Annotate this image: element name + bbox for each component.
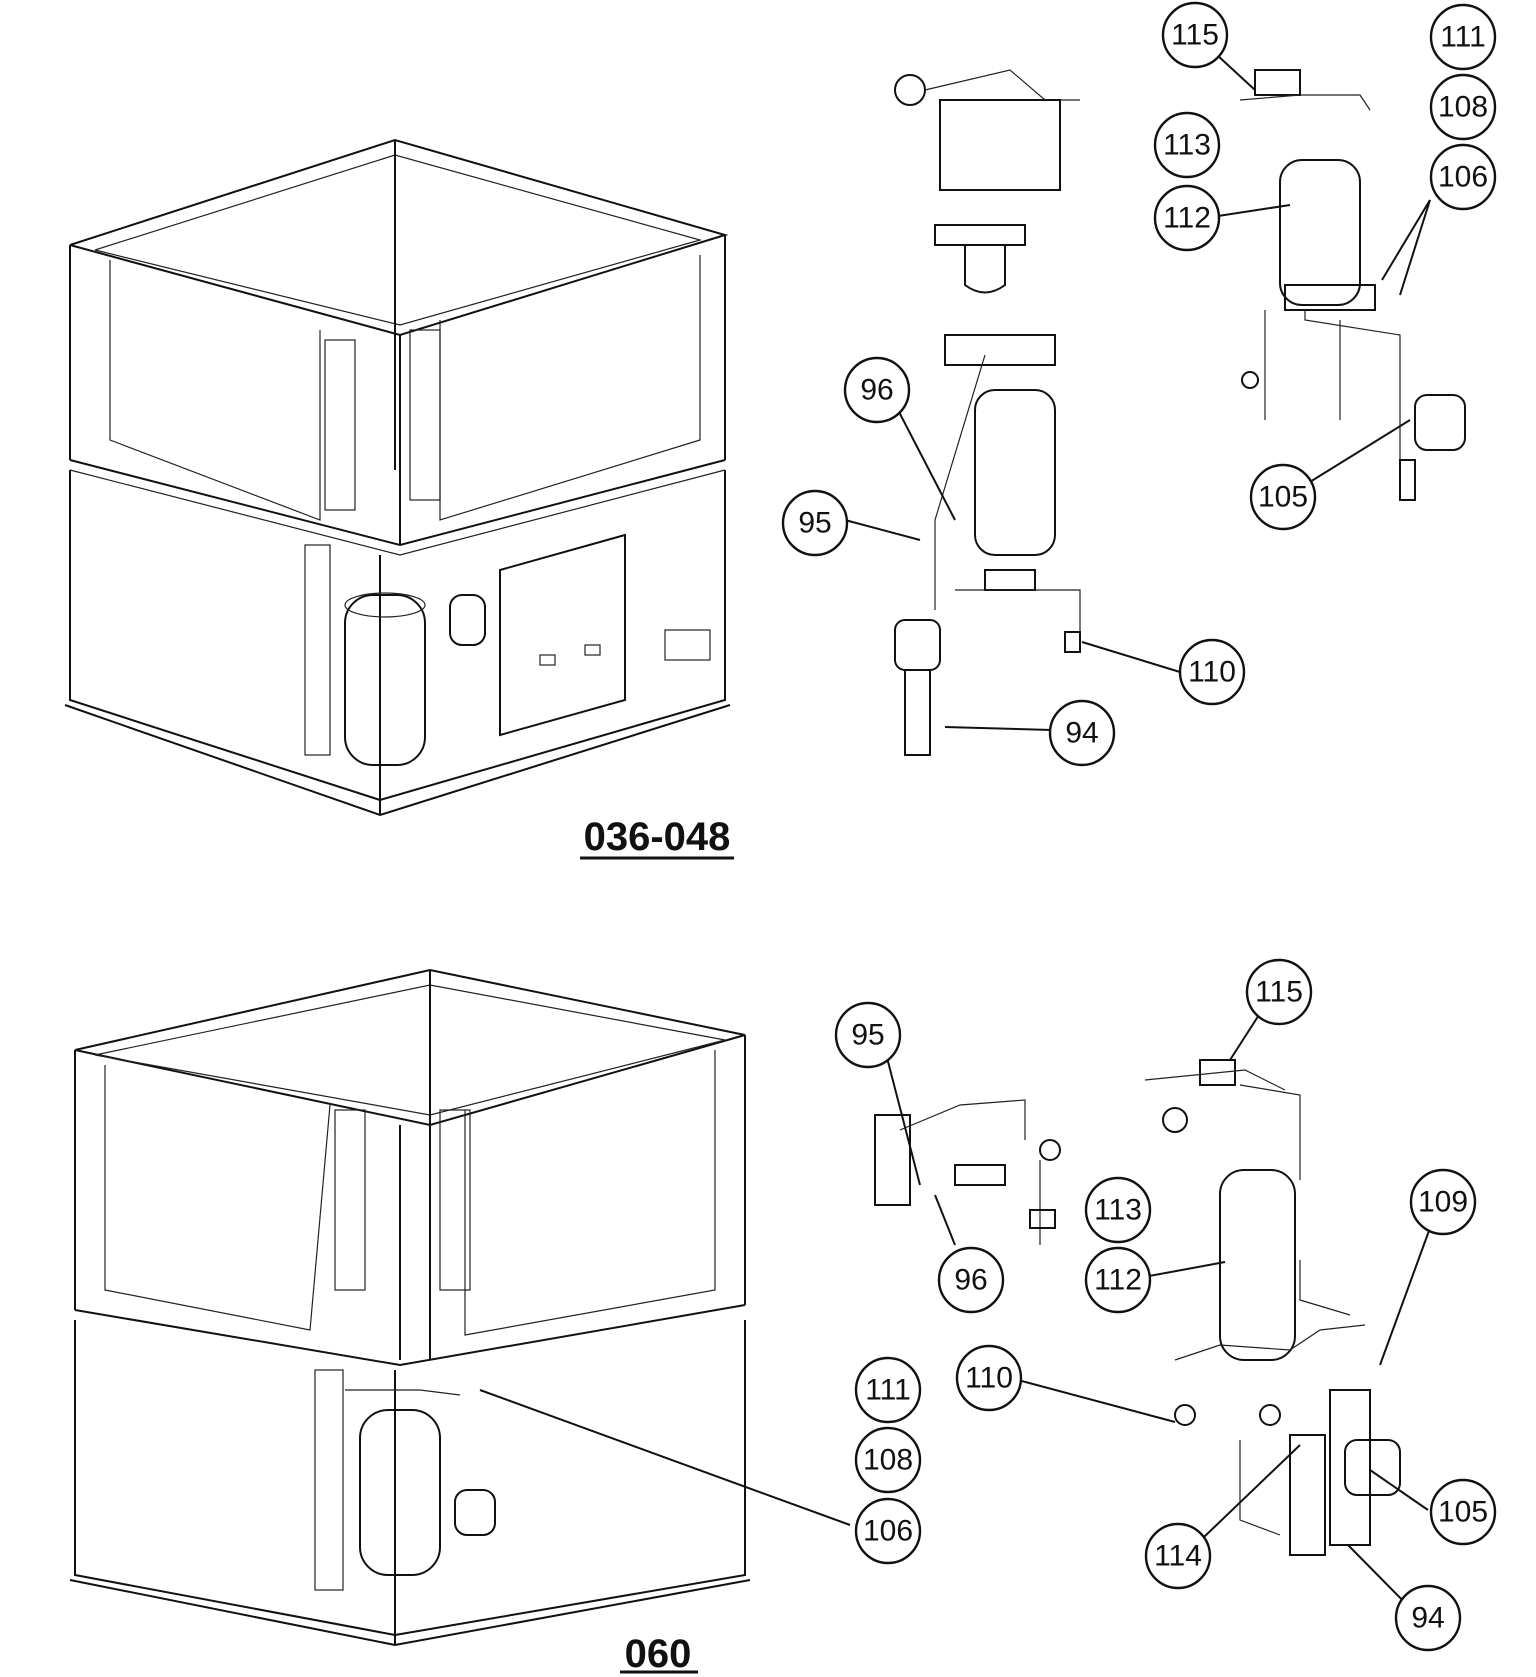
callouts-top-middle: 96 95 110 94 [781, 356, 1246, 767]
callout-114-bottom: 114 [1144, 1522, 1212, 1590]
svg-text:036-048: 036-048 [584, 815, 731, 859]
svg-text:105: 105 [1438, 1496, 1488, 1529]
svg-text:112: 112 [1163, 202, 1211, 235]
svg-text:114: 114 [1154, 1540, 1202, 1573]
callout-115-bottom: 115 [1245, 958, 1313, 1026]
callout-105-top: 105 [1249, 463, 1317, 531]
callout-108-top: 108 [1429, 73, 1497, 141]
callout-95-top: 95 [781, 489, 849, 557]
callout-96-top: 96 [843, 356, 911, 424]
callout-95-bottom: 95 [834, 1001, 902, 1069]
top-middle-assembly [894, 69, 1081, 756]
svg-text:106: 106 [863, 1515, 913, 1548]
svg-text:96: 96 [860, 374, 893, 407]
model-label-bottom: 060 [620, 1632, 698, 1676]
svg-text:95: 95 [798, 507, 831, 540]
bottom-middle-assembly [874, 1099, 1061, 1245]
callout-115-top: 115 [1161, 1, 1229, 69]
callout-94-bottom: 94 [1394, 1584, 1462, 1652]
svg-text:106: 106 [1438, 161, 1488, 194]
callout-113-bottom: 113 [1084, 1176, 1152, 1244]
callout-105-bottom: 105 [1429, 1478, 1497, 1546]
bottom-unit-drawing [69, 968, 751, 1647]
callout-112-top: 112 [1153, 184, 1221, 252]
svg-text:108: 108 [1438, 91, 1488, 124]
svg-text:112: 112 [1094, 1264, 1142, 1297]
svg-text:111: 111 [1440, 21, 1486, 54]
callouts-top-right: 115 111 108 113 106 112 105 [1153, 1, 1497, 531]
svg-text:109: 109 [1418, 1186, 1468, 1219]
callout-94-top: 94 [1048, 699, 1116, 767]
svg-text:111: 111 [865, 1374, 911, 1407]
callout-111-bottom: 111 [854, 1356, 922, 1424]
top-right-assembly [1239, 69, 1466, 501]
svg-text:110: 110 [965, 1362, 1013, 1395]
callout-96-bottom: 96 [937, 1246, 1005, 1314]
svg-text:110: 110 [1188, 656, 1236, 689]
svg-text:113: 113 [1163, 129, 1211, 162]
svg-text:105: 105 [1258, 481, 1308, 514]
svg-text:108: 108 [863, 1444, 913, 1477]
svg-text:060: 060 [625, 1632, 692, 1676]
callout-113-top: 113 [1153, 111, 1221, 179]
callout-112-bottom: 112 [1084, 1246, 1152, 1314]
callout-110-top: 110 [1178, 638, 1246, 706]
callout-106-top: 106 [1429, 143, 1497, 211]
svg-text:115: 115 [1255, 976, 1303, 1009]
bottom-right-assembly [1144, 1059, 1401, 1556]
svg-text:95: 95 [851, 1019, 884, 1052]
callout-111-top: 111 [1429, 3, 1497, 71]
svg-text:94: 94 [1065, 717, 1098, 750]
callout-109-bottom: 109 [1409, 1168, 1477, 1236]
callout-110-bottom: 110 [955, 1344, 1023, 1412]
callout-106-bottom: 106 [854, 1497, 922, 1565]
svg-text:115: 115 [1171, 19, 1219, 52]
top-unit-drawing [64, 138, 731, 817]
callouts-bottom-right: 115 109 105 114 94 [1144, 958, 1497, 1652]
svg-text:94: 94 [1411, 1602, 1444, 1635]
leader-lines [479, 54, 1431, 1619]
callouts-bottom-middle: 95 96 113 112 110 111 108 106 [834, 1001, 1152, 1565]
callout-108-bottom: 108 [854, 1426, 922, 1494]
svg-text:96: 96 [954, 1264, 987, 1297]
model-label-top: 036-048 [580, 815, 734, 860]
svg-text:113: 113 [1094, 1194, 1142, 1227]
